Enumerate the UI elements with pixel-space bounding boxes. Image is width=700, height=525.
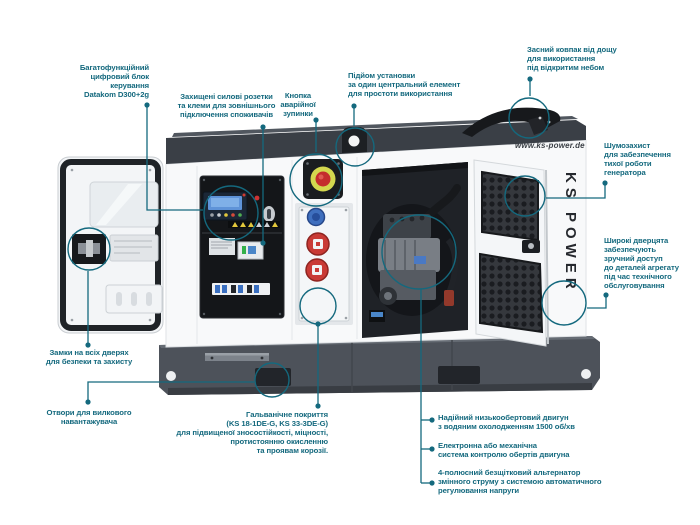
highlight-foam-top xyxy=(504,175,546,217)
emergency-stop-button xyxy=(303,159,343,199)
label-locks: Замки на всіх дверях для безпеки та захи… xyxy=(45,348,133,366)
panel-indicator xyxy=(254,195,260,201)
socket-red-1 xyxy=(306,232,330,256)
label-forklift: Отвори для вилкового навантажувача xyxy=(46,408,132,426)
label-wide-doors: Широкі дверцята забезпечують зручний дос… xyxy=(604,236,679,290)
forklift-slot-left xyxy=(255,368,291,386)
highlight-door-edge xyxy=(541,280,587,326)
control-panel xyxy=(199,175,285,319)
website-label: www.ks-power.de xyxy=(515,141,585,150)
door-latch xyxy=(522,240,540,253)
power-sockets xyxy=(295,203,353,325)
annotation-connectors xyxy=(67,76,609,486)
rain-cap-icon xyxy=(462,107,561,137)
label-alternator: 4-полюсний безщітковий альтернатор змінн… xyxy=(438,468,602,495)
label-lifting: Підйом установки за один центральний еле… xyxy=(348,71,461,98)
sound-foam-bottom xyxy=(479,252,544,334)
engine xyxy=(366,184,461,322)
highlight-lifting-eye xyxy=(335,127,375,167)
highlight-estop xyxy=(289,153,343,207)
side-brand-label: KS POWER xyxy=(562,172,579,294)
right-door xyxy=(473,159,549,347)
label-governor: Електронна або механічна система контрол… xyxy=(438,441,570,459)
highlight-forklift-slot xyxy=(254,362,290,398)
base-hole-left xyxy=(166,371,176,381)
base-hole-right xyxy=(581,369,591,379)
base-rail xyxy=(205,353,269,361)
highlight-rain-cap xyxy=(508,97,550,139)
label-rain-cap: Засний ковпак від дощу для використання … xyxy=(527,45,617,72)
label-noise-protection: Шумозахист для забезпечення тихої роботи… xyxy=(604,141,671,177)
warning-strip xyxy=(228,221,280,228)
canopy-roof xyxy=(166,116,586,164)
left-door xyxy=(57,156,164,334)
label-control-unit: Багатофункційний цифровий блок керування… xyxy=(79,63,149,99)
label-power-outlets: Захищені силові розетки та клеми для зов… xyxy=(177,92,276,119)
forklift-slot-right xyxy=(438,366,480,384)
lifting-eye xyxy=(342,127,367,153)
socket-blue xyxy=(306,207,326,227)
socket-red-2 xyxy=(305,258,329,282)
label-emergency-stop: Кнопка аварійної зупинки xyxy=(280,91,316,118)
highlight-lock xyxy=(67,227,111,271)
door-sticker xyxy=(109,234,159,262)
label-engine: Надійний низькообертовий двигун з водяни… xyxy=(438,413,575,431)
highlight-engine xyxy=(381,214,457,290)
generator-canopy: KS POWER xyxy=(57,107,600,395)
key-switch xyxy=(263,206,275,222)
highlight-controller xyxy=(203,185,259,241)
engine-compartment xyxy=(362,162,468,338)
label-coating: Гальванічне покриття (KS 18-1DE-G, KS 33… xyxy=(176,410,328,455)
